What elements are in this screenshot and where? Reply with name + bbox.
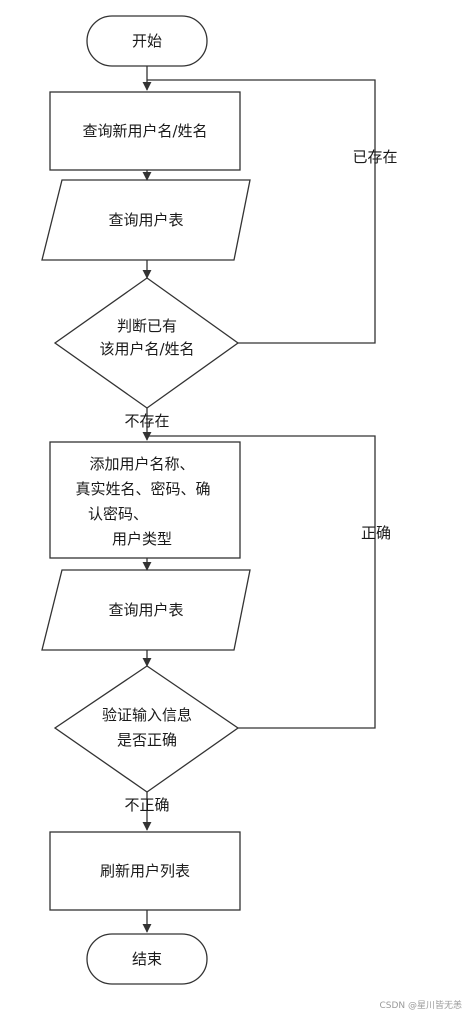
add-user-label-line4: 用户类型 <box>112 530 172 548</box>
add-user-label-line2: 真实姓名、密码、确 <box>75 480 210 498</box>
edge-label-correct: 正确 <box>361 524 391 542</box>
start-label: 开始 <box>132 32 162 50</box>
query-table-2-label: 查询用户表 <box>108 601 183 619</box>
loop-correct <box>147 435 376 729</box>
check-exists-decision <box>53 277 240 409</box>
edge-label-incorrect: 不正确 <box>124 796 169 814</box>
refresh-process <box>49 831 241 911</box>
check-exists-label-line1: 判断已有 <box>117 317 177 335</box>
watermark: CSDN @星川皆无恙 <box>379 999 462 1011</box>
add-user-process <box>49 441 241 559</box>
edge-label-not-exists: 不存在 <box>124 412 169 430</box>
verify-label-line1: 验证输入信息 <box>102 706 192 724</box>
loop-exists <box>147 79 376 344</box>
edge-label-exists: 已存在 <box>352 148 397 166</box>
query-table-2-data <box>41 569 251 651</box>
end-terminator <box>86 933 208 985</box>
query-name-label: 查询新用户名/姓名 <box>82 122 207 140</box>
refresh-label: 刷新用户列表 <box>100 862 190 880</box>
query-name-process <box>49 91 241 171</box>
add-user-label-line3: 认密码、 <box>88 505 148 523</box>
start-terminator <box>86 15 208 67</box>
query-table-1-data <box>41 179 251 261</box>
verify-label-line2: 是否正确 <box>117 731 177 749</box>
verify-decision <box>53 665 240 793</box>
end-label: 结束 <box>132 950 162 968</box>
query-table-1-label: 查询用户表 <box>108 211 183 229</box>
check-exists-label-line2: 该用户名/姓名 <box>99 340 194 358</box>
add-user-label-line1: 添加用户名称、 <box>89 455 194 473</box>
